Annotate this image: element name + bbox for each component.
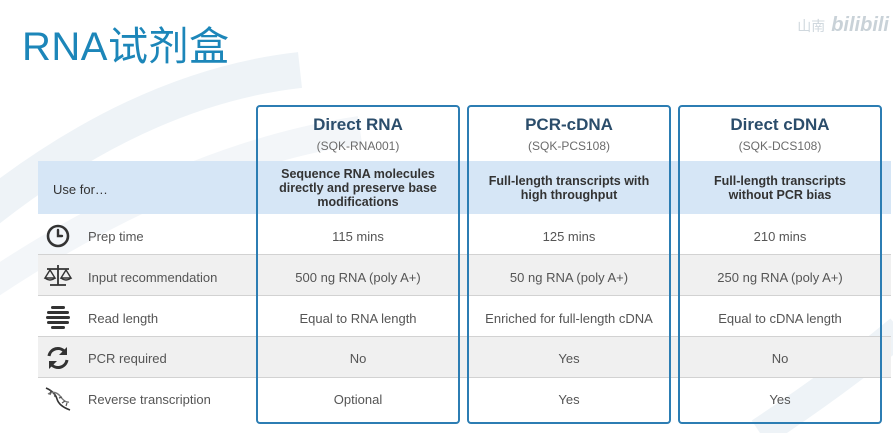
row-divider — [38, 377, 891, 378]
column-name: PCR-cDNA — [525, 115, 613, 134]
use-for-text: Full-length transcripts without PCR bias — [714, 173, 846, 202]
row-label-pcr-required: PCR required — [88, 351, 167, 366]
cell-rt-direct-cdna: Yes — [769, 392, 791, 407]
cell-pcr-pcr-cdna: Yes — [558, 351, 580, 366]
column-code: (SQK-DCS108) — [738, 139, 822, 153]
watermark: 山南 bilibili — [797, 14, 889, 37]
cell-rt-pcr-cdna: Yes — [558, 392, 580, 407]
row-divider — [38, 295, 891, 296]
cell-prep-time-direct-cdna: 210 mins — [753, 229, 807, 244]
clock-icon — [46, 224, 70, 248]
cell-prep-time-direct-rna: 115 mins — [332, 229, 384, 244]
cell-input-direct-rna: 500 ng RNA (poly A+) — [295, 270, 421, 285]
cell-input-direct-cdna: 250 ng RNA (poly A+) — [717, 270, 843, 285]
cell-pcr-direct-rna: No — [349, 351, 367, 366]
watermark-text: 山南 — [797, 18, 826, 34]
table-row — [38, 255, 891, 295]
use-for-text: Sequence RNA molecules directly and pres… — [279, 166, 437, 209]
cell-rt-direct-rna: Optional — [333, 392, 383, 407]
refresh-cycle-icon — [47, 347, 69, 369]
cell-pcr-direct-cdna: No — [771, 351, 789, 366]
cell-read-length-direct-cdna: Equal to cDNA length — [718, 311, 842, 326]
dna-helix-icon — [45, 387, 71, 411]
cell-read-length-direct-rna: Equal to RNA length — [299, 311, 417, 326]
table-row — [38, 337, 891, 377]
column-header-pcr-cdna: PCR-cDNA (SQK-PCS108) — [465, 115, 673, 153]
row-label-input-recommendation: Input recommendation — [88, 270, 218, 285]
column-name: Direct cDNA — [730, 115, 830, 134]
stacked-reads-icon — [46, 306, 70, 329]
row-divider — [38, 336, 891, 337]
use-for-text: Full-length transcripts with high throug… — [488, 173, 650, 202]
use-for-direct-cdna: Full-length transcripts without PCR bias — [676, 161, 884, 214]
column-header-direct-rna: Direct RNA (SQK-RNA001) — [254, 115, 462, 153]
page-title: RNA试剂盒 — [22, 25, 230, 69]
row-divider — [38, 254, 891, 255]
cell-read-length-pcr-cdna: Enriched for full-length cDNA — [485, 311, 653, 326]
watermark-brand: bilibili — [831, 14, 889, 36]
use-for-band — [38, 161, 891, 214]
cell-input-pcr-cdna: 50 ng RNA (poly A+) — [509, 270, 629, 285]
row-label-prep-time: Prep time — [88, 229, 144, 244]
use-for-label: Use for… — [53, 182, 108, 197]
row-label-reverse-transcription: Reverse transcription — [88, 392, 211, 407]
column-code: (SQK-RNA001) — [316, 139, 400, 153]
row-label-read-length: Read length — [88, 311, 159, 326]
column-code: (SQK-PCS108) — [527, 139, 611, 153]
column-name: Direct RNA — [313, 115, 403, 134]
cell-prep-time-pcr-cdna: 125 mins — [542, 229, 596, 244]
column-box-direct-cdna — [678, 105, 882, 424]
use-for-direct-rna: Sequence RNA molecules directly and pres… — [254, 161, 462, 214]
use-for-pcr-cdna: Full-length transcripts with high throug… — [465, 161, 673, 214]
column-box-pcr-cdna — [467, 105, 671, 424]
column-header-direct-cdna: Direct cDNA (SQK-DCS108) — [676, 115, 884, 153]
column-box-direct-rna — [256, 105, 460, 424]
balance-scale-icon — [43, 265, 73, 286]
